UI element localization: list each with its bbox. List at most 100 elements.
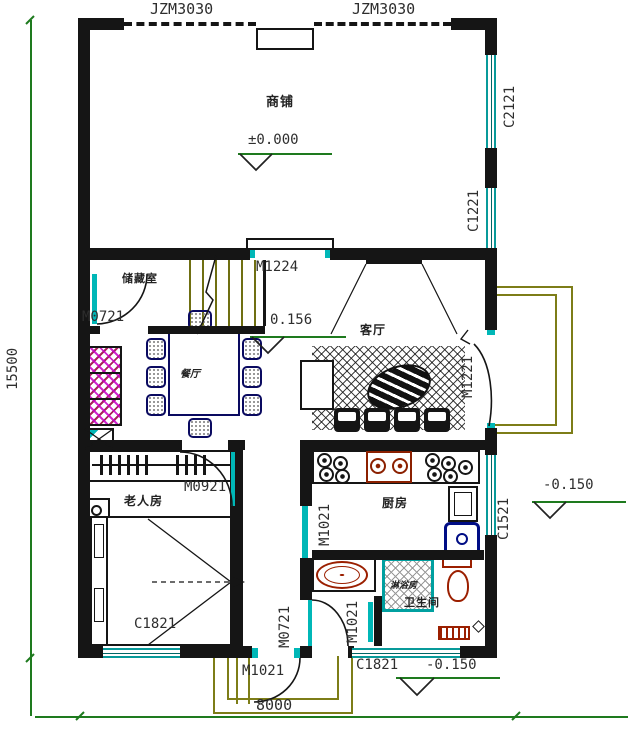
door-arc-main <box>473 343 493 427</box>
dimension-line-bottom <box>35 716 628 718</box>
wardrobe-rail <box>92 464 230 466</box>
cabinet-divider <box>84 398 122 400</box>
door-leaf-main <box>459 329 471 345</box>
elev-triangle-shop <box>239 153 273 172</box>
wall-right-seg1 <box>485 18 497 55</box>
door-jamb-main-bottom <box>487 423 495 428</box>
dining-chair <box>188 418 212 438</box>
door-m1221-label: M1221 <box>460 355 476 398</box>
tv-sightlines <box>330 263 458 335</box>
door-jamb-m1224-left <box>250 250 255 258</box>
shower-label: 淋浴房 <box>390 581 418 591</box>
burner-icon <box>335 469 350 484</box>
door-m0921-label: M0921 <box>184 479 227 495</box>
wall-shop-sep-left <box>78 248 250 260</box>
burner-icon <box>317 453 332 468</box>
door-jamb-entry-left <box>252 648 258 658</box>
sofa-seat <box>424 408 450 432</box>
bathroom-room-label: 卫生间 <box>404 596 440 609</box>
wall-kitchen-left-lower <box>300 558 312 600</box>
wall-kitchen-top <box>300 440 497 450</box>
window-c1221 <box>486 188 496 248</box>
window-c1521 <box>486 455 496 535</box>
elev-triangle-right <box>533 501 567 520</box>
floor-drain-icon <box>472 620 485 633</box>
entry-pier <box>256 28 314 50</box>
wall-right-seg3 <box>485 248 497 330</box>
stove-burner-icon <box>392 458 408 474</box>
entry-step-line1 <box>236 658 238 704</box>
door-m0721-rear-label: M0721 <box>277 605 293 648</box>
door-m1021-kitchen-label: M1021 <box>317 503 333 546</box>
door-arc-rear <box>311 599 349 647</box>
dining-chair <box>146 394 166 416</box>
window-c1821-bath-label: C1821 <box>356 657 399 673</box>
door-jamb-m1224-right <box>325 250 330 258</box>
window-c1821-bedroom-label: C1821 <box>134 616 177 632</box>
sink-drain-icon <box>456 533 468 545</box>
rollup-right-label: JZM3030 <box>352 0 416 18</box>
burner-icon <box>319 467 334 482</box>
bed-headboard-line <box>106 518 108 644</box>
rollup-door-right <box>314 22 451 26</box>
wall-top-left-corner <box>78 18 124 30</box>
fridge-inner <box>454 492 472 516</box>
dimension-width-label: 8000 <box>256 696 293 714</box>
door-m0721-storage-label: M0721 <box>82 309 125 325</box>
wall-storage-bottom-left <box>78 326 100 334</box>
wall-right-seg2 <box>485 148 497 188</box>
wall-bedroom-top <box>78 440 182 450</box>
wall-kitchen-bath-sep <box>312 550 484 560</box>
door-leaf-bedroom <box>231 452 235 506</box>
window-c1821-bedroom <box>103 648 180 658</box>
door-leaf-kitchen <box>302 506 308 558</box>
shop-elevation-label: ±0.000 <box>248 132 299 148</box>
window-c2121-label: C2121 <box>502 85 518 128</box>
tv-wall-mark <box>366 258 422 264</box>
sofa-seat <box>334 408 360 432</box>
window-c1221-label: C1221 <box>466 189 482 232</box>
dining-chair <box>146 366 166 388</box>
door-m1021-entry-label: M1021 <box>242 663 285 679</box>
stove-burner-icon <box>370 458 386 474</box>
kitchen-room-label: 厨房 <box>382 496 409 510</box>
dining-chair <box>242 338 262 360</box>
pillow <box>94 524 104 558</box>
burner-icon <box>458 460 473 475</box>
wall-left <box>78 18 90 658</box>
pillow <box>94 588 104 622</box>
dimension-height-label: 15500 <box>5 347 21 390</box>
shop-room-label: 商铺 <box>266 95 295 110</box>
living-room-label: 客厅 <box>360 323 387 337</box>
rollup-left-label: JZM3030 <box>150 0 214 18</box>
elev-triangle-bottom <box>399 677 435 697</box>
dimension-line-left <box>30 20 32 716</box>
rollup-door-left <box>124 22 256 26</box>
door-jamb-main-top <box>487 330 495 335</box>
dining-chair <box>242 394 262 416</box>
door-leaf-rear <box>308 600 312 646</box>
dining-room-label: 餐厅 <box>180 369 200 380</box>
burner-icon <box>427 467 442 482</box>
elevation-bottom-label: -0.150 <box>426 657 477 673</box>
wall-right-seg5 <box>485 535 497 658</box>
dining-table: 餐厅 <box>168 332 240 416</box>
dining-chair <box>146 338 166 360</box>
window-c2121 <box>486 55 496 148</box>
wall-bottom-seg1 <box>78 646 103 658</box>
burner-icon <box>425 453 440 468</box>
door-m1021-bath-label: M1021 <box>345 600 361 643</box>
burner-icon <box>443 469 458 484</box>
flower-icon <box>91 505 102 516</box>
heater <box>438 626 470 640</box>
elevation-right-label: -0.150 <box>543 477 594 493</box>
wall-kitchen-left-upper <box>300 450 312 506</box>
washbasin-inner <box>324 566 360 584</box>
armchair <box>300 360 334 410</box>
toilet-bowl <box>447 570 469 602</box>
wall-storage-bottom-right <box>148 326 265 334</box>
porch-right-inner <box>495 294 557 426</box>
door-jamb-entry-right <box>294 648 300 658</box>
dining-chair <box>242 366 262 388</box>
